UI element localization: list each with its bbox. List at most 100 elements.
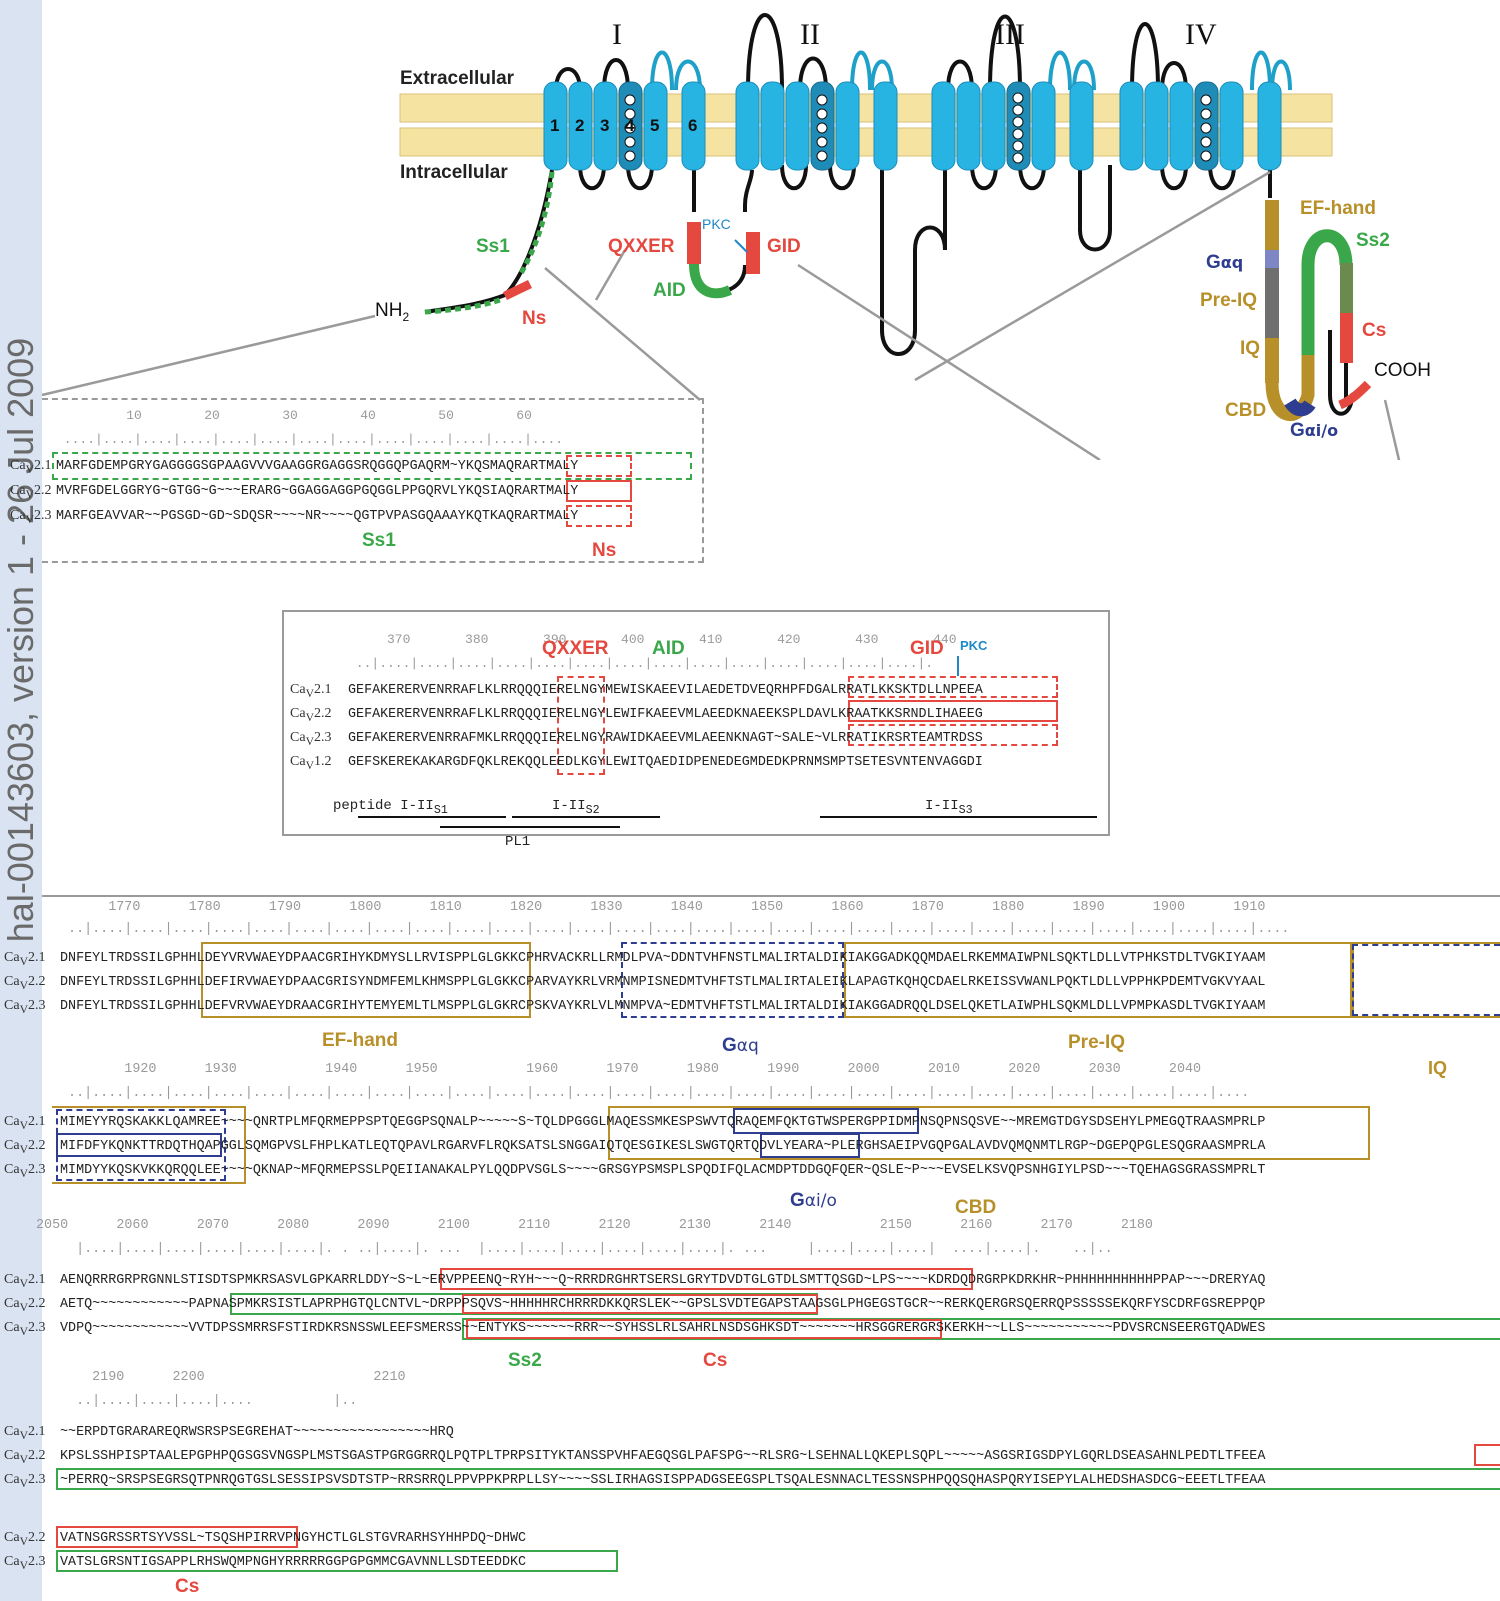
aid-segment	[689, 263, 733, 299]
pkc-arrow	[734, 239, 748, 253]
cterm-b1-ruler-ticks: ..|....|....|....|....|....|....|....|..…	[60, 922, 1290, 937]
gaq-label: Gαq	[1206, 252, 1244, 273]
qxxer-label: QXXER	[608, 236, 675, 257]
cterm-seq-row: VDPQ~~~~~~~~~~~~VVTDPSSMRRSFSTIRDKRSNSSW…	[60, 1321, 1266, 1336]
cs-box-5	[56, 1526, 298, 1548]
pkc-label: PKC	[702, 216, 731, 232]
nterm-seq-row: MVRFGDELGGRYG~GTGG~G~~~ERARG~GGAGGAGGPGQ…	[56, 484, 579, 499]
cterm-cs-label: Cs	[703, 1350, 728, 1371]
cterm-b4-ruler-numbers: 2190 2200 2210	[60, 1370, 406, 1385]
nterm-ns-box-3	[566, 505, 632, 527]
nterm-row-label: CaV2.1	[10, 458, 52, 476]
aid-label: AID	[653, 280, 686, 301]
cterm-divider	[42, 895, 1500, 897]
pore-loops	[650, 50, 1292, 91]
cterm-seq-row: KPSLSSHPISPTAALEPGPHPQGSGSVNGSPLMSTSGAST…	[60, 1449, 1266, 1464]
cterm-row-label: CaV2.1	[4, 1272, 46, 1290]
loop-gid-label: GID	[910, 638, 944, 659]
segment-number-6: 6	[688, 116, 698, 135]
domain-label-IV: IV	[1185, 18, 1217, 51]
iq-label: IQ	[1240, 338, 1261, 359]
loop-gid-box-1	[848, 676, 1058, 698]
extracellular-label: Extracellular	[400, 68, 515, 89]
iq-navy-box-start	[1352, 944, 1500, 1016]
cterm-seq-row: VATNSGRSSRTSYVSSL~TSQSHPIRRVPNGYHCTLGLST…	[60, 1531, 527, 1546]
cterm-row-label: CaV2.1	[4, 1424, 46, 1442]
cs-box-1	[440, 1268, 973, 1290]
cterm-seq-row: DNFEYLTRDSSILGPHHLDEFVRVWAEYDRAACGRIHYTE…	[60, 999, 1266, 1014]
cbd-segment	[1265, 355, 1315, 421]
channel-topology-diagram	[41, 13, 1401, 460]
iq-segment	[1265, 338, 1279, 383]
cterm-row-label: CaV2.1	[4, 950, 46, 968]
nh2-label: NH2	[375, 300, 410, 324]
iq-navy-box-2-2	[56, 1133, 222, 1157]
cterm-b4-ruler-ticks: ..|....|....|....|.... |..	[60, 1394, 358, 1409]
nterm-ruler-numbers: 10 20 30 40 50 60	[56, 408, 532, 423]
cterm-seq-row: AETQ~~~~~~~~~~~~PAPNASPMKRSISTLAPRPHGTQL…	[60, 1297, 1266, 1312]
loop-row-label: CaV2.2	[290, 706, 332, 724]
loop-panel	[282, 610, 1110, 836]
segment-number-3: 3	[600, 116, 610, 135]
pl1-bar	[440, 826, 620, 828]
nterm-ss1-box	[52, 452, 692, 480]
gaio-box-2	[760, 1133, 860, 1158]
cterm-row-label: CaV2.3	[4, 998, 46, 1016]
cterm-seq-row: DNFEYLTRDSSILGPHHLDEYVRVWAEYDPAACGRIHYKD…	[60, 951, 1266, 966]
cterm-ef-hand-label: EF-hand	[322, 1030, 398, 1051]
loop-qxxer-box	[557, 676, 605, 775]
ss1-tail	[424, 297, 501, 315]
nterm-ruler-ticks: ....|....|....|....|....|....|....|....|…	[56, 432, 564, 447]
peptide-s3-bar	[820, 816, 1097, 818]
cs-label: Cs	[1362, 320, 1387, 341]
cterm-seq-row: ~PERRQ~SRSPSEGRSQTPNRQGTGSLSESSIPSVSDTST…	[60, 1473, 1266, 1488]
nterm-ns-box-1	[566, 455, 632, 477]
nterm-ss1-label: Ss1	[362, 530, 396, 551]
cterm-row-label: CaV2.3	[4, 1162, 46, 1180]
loop-row-label: CaV2.3	[290, 730, 332, 748]
cterm-ss2-label: Ss2	[508, 1350, 542, 1371]
cs-box-2	[462, 1294, 818, 1314]
watermark-strip: hal-00143603, version 1 - 26 Jul 2009	[0, 0, 42, 1601]
peptide-s2-bar	[512, 816, 660, 818]
peptide-s2-label: I-IIS2	[552, 798, 600, 817]
ns-segment	[503, 279, 532, 301]
s4-charges	[624, 92, 1212, 164]
gaq-box	[621, 942, 844, 1018]
segment-number-2: 2	[575, 116, 585, 135]
cterm-b3-ruler-numbers: 2050 2060 2070 2080 2090 2100 2110 2120 …	[36, 1218, 1153, 1233]
nterm-ns-label: Ns	[592, 540, 617, 561]
loop-aid-label: AID	[652, 638, 685, 659]
ss2-label: Ss2	[1356, 230, 1390, 251]
ef-hand-box	[201, 942, 531, 1018]
cterm-row-label: CaV2.2	[4, 1448, 46, 1466]
loop-seq-row: GEFAKERERVENRRAFLKLRRQQQIERELNGYLEWIFKAE…	[348, 707, 983, 722]
loop-seq-row: GEFSKEREKAKARGDFQKLREKQQLEEDLKGYLEWITQAE…	[348, 755, 983, 770]
pl1-label: PL1	[505, 834, 531, 850]
ss2-cs-overlap	[1340, 263, 1353, 313]
cterm-b2-ruler-numbers: 1920 1930 1940 1950 1960 1970 1980 1990 …	[60, 1062, 1202, 1077]
segment-number-5: 5	[650, 116, 660, 135]
loop-gid-box-3	[848, 724, 1058, 746]
cterm-seq-row: MIFDFYKQNKTTRDQTHQAPGGLSQMGPVSLFHPLKATLE…	[60, 1139, 1266, 1154]
cs-box-3	[466, 1319, 942, 1339]
cterm-gaq-label: Gαq	[722, 1035, 759, 1056]
ss1-segment	[517, 171, 555, 277]
segment-number-4: 4	[625, 116, 635, 135]
cterm-row-label: CaV2.3	[4, 1554, 46, 1572]
loop-ruler-ticks: ..|....|....|....|....|....|....|....|..…	[348, 656, 934, 671]
ss2-box-5	[56, 1550, 618, 1572]
cbd-label: CBD	[1225, 400, 1267, 421]
cterm-row-label: CaV2.2	[4, 1138, 46, 1156]
cterm-row-label: CaV2.2	[4, 1530, 46, 1548]
segment-number-1: 1	[550, 116, 560, 135]
cterm-seq-row: ~~ERPDTGRARAREQRWSRSPSEGREHAT~~~~~~~~~~~…	[60, 1425, 454, 1440]
ns-label: Ns	[522, 308, 547, 329]
gaio-segment	[1284, 398, 1316, 417]
pre-iq-label: Pre-IQ	[1200, 290, 1258, 311]
peptide-s1-bar	[358, 816, 506, 818]
cs-segment	[1340, 313, 1353, 363]
domain-label-III: III	[995, 18, 1025, 51]
cterm-seq-row: VATSLGRSNTIGSAPPLRHSWQMPNGHYRRRRRGGPGPGM…	[60, 1555, 527, 1570]
peptide-s1-label: peptide I-IIS1	[333, 798, 448, 817]
